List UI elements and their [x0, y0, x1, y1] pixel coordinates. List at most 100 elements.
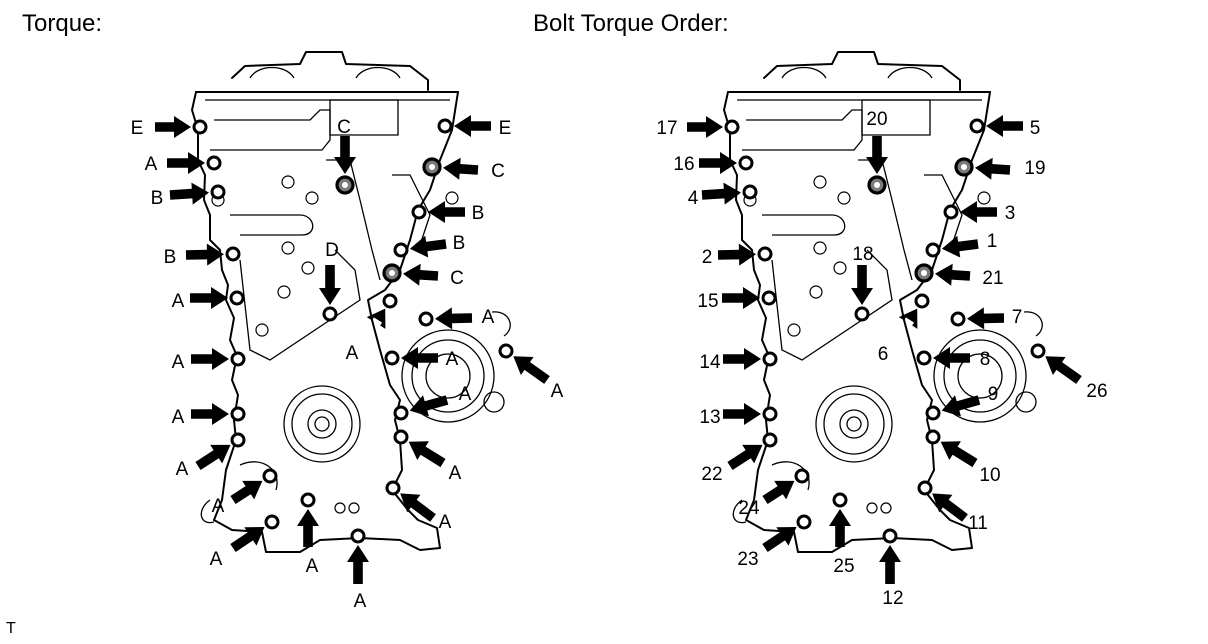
bolt-center: [342, 182, 348, 188]
bolt-callout: 20: [866, 109, 888, 195]
bolt-callout: 22: [701, 432, 778, 485]
bolt-callout: 12: [879, 528, 904, 609]
bolt-center: [429, 164, 435, 170]
torque-order-label: 19: [1024, 158, 1045, 179]
bolt-marker: [969, 118, 985, 134]
bolt-arrow: [879, 545, 901, 584]
torque-grade-label: E: [131, 118, 144, 139]
torque-grade-label: B: [151, 188, 164, 209]
bolt-callout: 15: [697, 287, 777, 312]
bolt-arrow: [403, 263, 439, 286]
bolt-marker: [1030, 343, 1046, 359]
bolt-arrow: [513, 356, 550, 384]
torque-order-label: 4: [688, 188, 699, 209]
torque-grade-label: A: [354, 591, 367, 612]
bolt-callout: 11: [917, 480, 988, 534]
bolt-arrow: [940, 441, 978, 468]
bolt-arrow: [935, 263, 971, 286]
bolt-arrow: [941, 395, 981, 417]
bolt-marker: [229, 290, 245, 306]
bolt-marker: [437, 118, 453, 134]
torque-order-label: 18: [852, 244, 873, 265]
bolt-center: [874, 182, 880, 188]
bolt-arrow: [762, 480, 795, 504]
bolt-callout: 14: [699, 348, 778, 373]
bolt-callout: C: [382, 263, 464, 289]
bolt-callout: A: [393, 384, 472, 421]
torque-order-label: 24: [738, 498, 760, 519]
bolt-callout: 8: [916, 347, 990, 370]
bolt-callout: A: [347, 528, 369, 612]
bolt-marker: [724, 119, 740, 135]
bolt-arrow: [1045, 356, 1082, 384]
bolt-callout: 2: [702, 243, 773, 268]
bolt-arrow: [866, 136, 888, 174]
bolt-callout: 23: [737, 514, 812, 570]
bolt-arrow: [699, 152, 737, 174]
bolt-callout: 1: [925, 231, 997, 258]
bolt-callout: 4: [688, 182, 758, 209]
torque-grade-label: A: [172, 407, 185, 428]
bolt-arrow: [169, 182, 209, 205]
torque-order-label: 5: [1030, 118, 1041, 139]
bolt-arrow: [366, 308, 386, 329]
bolt-marker: [925, 242, 941, 258]
torque-order-label: 14: [699, 352, 721, 373]
bolt-arrow: [723, 348, 761, 370]
bolt-marker: [230, 432, 246, 448]
bolt-callout: E: [131, 116, 208, 139]
bolt-callout: 10: [925, 429, 1001, 486]
bolt-marker: [393, 242, 409, 258]
bolt-callout: 19: [954, 157, 1046, 180]
bolt-arrow: [933, 347, 970, 369]
bolt-marker: [418, 311, 434, 327]
torque-order-label: 9: [988, 384, 999, 405]
bolt-callout: 6: [878, 293, 930, 365]
bolt-marker: [917, 480, 933, 496]
torque-grade-label: E: [499, 118, 512, 139]
bolt-arrow: [167, 152, 205, 174]
torque-grade-label: A: [210, 549, 223, 570]
bolt-callout: A: [384, 347, 459, 370]
torque-grade-label: B: [164, 247, 177, 268]
bolt-arrow: [190, 287, 228, 309]
bolt-arrow: [723, 403, 761, 425]
torque-order-label: 13: [699, 407, 720, 428]
torque-order-label: 20: [866, 109, 887, 130]
bolt-callout: B: [164, 243, 241, 268]
torque-grade-label: A: [172, 352, 185, 373]
bolt-callout: A: [297, 492, 319, 577]
bolt-arrow: [409, 235, 447, 258]
bolt-callout: 13: [699, 403, 778, 428]
bolt-callout: E: [437, 115, 512, 139]
bolt-marker: [742, 184, 758, 200]
bolt-arrow: [443, 157, 479, 180]
bolt-arrow: [762, 527, 797, 552]
torque-order-label: 17: [656, 118, 677, 139]
bolt-callout: A: [393, 429, 462, 484]
bolt-marker: [925, 429, 941, 445]
bolt-arrow: [230, 480, 263, 504]
bolt-arrow: [230, 527, 265, 552]
bolt-callout: 5: [969, 115, 1041, 139]
torque-order-label: 11: [968, 513, 988, 534]
bolt-callout: A: [418, 307, 495, 330]
torque-order-label: 6: [878, 344, 889, 365]
bolt-marker: [262, 468, 278, 484]
bolt-arrow: [408, 441, 446, 468]
bolt-marker: [796, 514, 812, 530]
bolt-marker: [925, 405, 941, 421]
torque-heading: Torque:: [22, 10, 103, 37]
bolt-arrow: [297, 509, 319, 547]
bolt-torque-order-heading: Bolt Torque Order:: [533, 10, 729, 37]
bolt-marker: [384, 350, 400, 366]
torque-order-label: 23: [737, 549, 758, 570]
bolt-callout: A: [210, 514, 280, 570]
torque-order-label: 26: [1086, 381, 1107, 402]
bolt-arrow: [195, 444, 231, 470]
bolt-callout: 17: [656, 116, 740, 139]
bolt-callout: 25: [829, 492, 855, 577]
torque-grade-label: C: [491, 161, 505, 182]
bolt-callout: B: [393, 233, 465, 258]
bolt-marker: [916, 350, 932, 366]
